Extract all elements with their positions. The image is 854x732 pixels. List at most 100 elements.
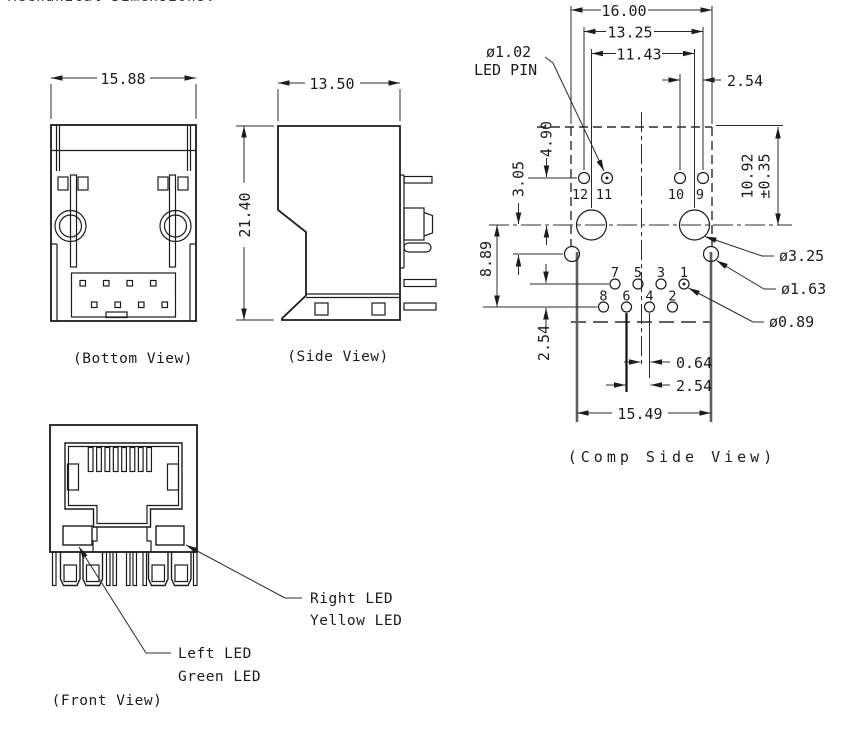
dim-pin-pitch-text: 2.54 [676,377,712,395]
dim-row-pitch: 2.54 [535,264,553,361]
bottom-left-post-circle [54,209,87,243]
dim-post-row-offset: 3.05 [510,161,528,275]
bottom-view-right-post-assembly [157,174,192,268]
signal-pin-holes [597,278,690,313]
pin-8-label: 8 [599,289,607,305]
led-pin-10-hole [673,171,687,185]
led-pin-9-hole [696,171,710,185]
right-led-callout: Right LED Yellow LED [185,544,402,629]
right-post-hole [678,209,711,241]
callout-pin-hole-dia-text: ø0.89 [769,313,814,331]
dim-center-offset: 0.64 [624,354,712,372]
clipped-sheet-title: Mechanical Dimensions: [8,0,215,5]
dim-shield-span: 15.49 [577,405,711,423]
led-pin-11-hole [600,171,614,185]
callout-led-pin-label-text: LED PIN [474,61,537,79]
led-pin-10-label: 10 [668,187,684,203]
dim-height-with-tolerance: 10.92 ±0.35 [739,127,781,225]
side-view-caption: (Side View) [287,349,389,365]
pin-1-hole [678,278,690,290]
pin-3-hole [655,278,667,290]
dim-led-pin-span-text: 13.25 [607,24,652,42]
callout-pin-hole-dia: ø0.89 [688,287,814,331]
bottom-view-left-post-assembly [54,174,89,268]
side-view-height-dimension: 21.40 [236,125,274,321]
right-led-window [155,525,185,546]
led-pin-11-label: 11 [596,187,612,203]
opening-right-tab [166,463,180,491]
dim-pin-pitch: 2.54 [606,377,712,395]
left-shield-hole [563,245,581,263]
side-pin-1 [403,175,433,184]
side-pin-4 [403,302,437,311]
front-view-body-outline [49,424,198,553]
led-pin-holes [577,171,710,185]
left-post-hole [575,209,608,241]
callout-led-pin-dia: ø1.02 LED PIN [474,43,605,172]
pin-4-hole [643,301,656,313]
side-pin-3 [403,278,437,288]
pin-5-label: 5 [634,265,642,281]
side-pin-2 [403,242,432,253]
right-led-label-line2: Yellow LED [310,613,402,629]
led-pin-12-label: 12 [572,187,588,203]
bottom-view-caption: (Bottom View) [73,351,193,367]
side-height-dim-text: 21.40 [236,192,254,237]
callout-shield-hole-dia: ø1.63 [716,260,826,298]
callout-led-pin-dia-text: ø1.02 [486,43,531,61]
dim-center-offset-text: 0.64 [676,354,712,372]
side-view: 13.50 21.40 (Side View) [236,75,437,365]
comp-side-view-caption: (Comp Side View) [568,448,777,466]
rj45-opening-outer [64,442,183,528]
dim-overall-width: 16.00 [571,2,712,20]
dim-pin-row-offset-text: 8.89 [477,241,495,277]
right-led-label-line1: Right LED [310,591,393,607]
pin-2-hole [666,301,679,313]
rj45-contacts [87,446,153,473]
dim-led-row-offset-text: 4.90 [538,121,556,157]
side-width-dim-text: 13.50 [309,75,354,93]
dim-overall-width-text: 16.00 [601,2,646,20]
dim-led-row-offset: 4.90 [538,121,556,245]
bottom-view-body-outline [50,124,197,322]
bottom-view-contact-block [70,272,177,319]
dim-row-pitch-text: 2.54 [535,325,553,361]
callout-post-dia: ø3.25 [704,236,824,265]
dim-height-text: 10.92 [739,153,757,198]
side-view-body-outline [277,125,401,321]
front-view: Left LED Green LED Right LED Yellow LED … [49,424,402,709]
led-pin-9-label: 9 [696,187,704,203]
rj45-opening-inner [67,445,180,525]
comp-side-view: 12 11 10 9 7 5 3 1 8 6 4 2 16.00 [474,2,826,466]
pin-6-hole [620,301,633,313]
side-view-pins-and-latch [400,174,437,311]
pin-5-hole [632,278,644,290]
latch-slot [92,527,152,552]
opening-left-tab [66,463,80,491]
left-led-callout: Left LED Green LED [78,546,261,685]
pin-6-label: 6 [622,289,630,305]
pin-1-label: 1 [680,265,688,281]
left-led-window [62,525,93,546]
front-view-caption: (Front View) [52,693,163,709]
bottom-right-post-circle [159,209,192,243]
dim-height-tol-text: ±0.35 [756,153,774,198]
left-led-label-line2: Green LED [178,669,261,685]
side-latch-block [403,207,425,241]
dim-pin-row-offset: 8.89 [477,225,500,307]
pin-3-label: 3 [657,265,665,281]
side-view-width-dimension: 13.50 [277,75,401,121]
dim-led-pitch: 2.54 [662,72,763,90]
dim-led-pin-span: 13.25 [584,24,703,42]
shield-fingers [51,551,198,587]
dim-post-span-text: 11.43 [616,46,661,64]
pin-4-label: 4 [645,289,653,305]
dim-post-row-offset-text: 3.05 [510,161,528,197]
callout-post-dia-text: ø3.25 [779,247,824,265]
callout-shield-hole-dia-text: ø1.63 [781,280,826,298]
pin-number-labels: 12 11 10 9 7 5 3 1 8 6 4 2 [572,187,704,305]
pin-7-hole [609,278,621,290]
bottom-width-dim-text: 15.88 [100,70,145,88]
